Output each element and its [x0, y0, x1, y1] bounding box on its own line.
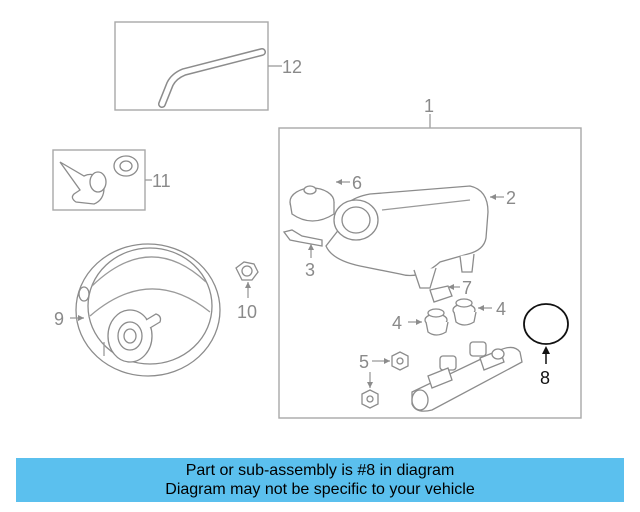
callout-10: 10 [237, 302, 257, 322]
banner-line-2: Diagram may not be specific to your vehi… [165, 481, 475, 498]
part-12-hose-group [114, 21, 282, 111]
callout-3: 3 [305, 260, 315, 280]
callout-4-left: 4 [392, 313, 402, 333]
part-3-level-sensor [282, 229, 323, 258]
callout-9: 9 [54, 309, 64, 329]
part-7-clip [429, 284, 460, 303]
part-4-grommet-left [408, 308, 449, 336]
callout-4-right: 4 [496, 299, 506, 319]
callout-6: 6 [352, 173, 362, 193]
callout-12: 12 [282, 57, 302, 77]
info-banner: Part or sub-assembly is #8 in diagram Di… [16, 458, 624, 502]
part-9-brake-booster [70, 243, 221, 377]
callout-2: 2 [506, 188, 516, 208]
callout-5: 5 [359, 352, 369, 372]
callout-8: 8 [540, 368, 550, 388]
part-8-o-ring [523, 303, 569, 364]
part-11-valve-group [52, 149, 152, 211]
part-6-reservoir-cap [289, 179, 350, 222]
callout-7: 7 [462, 278, 472, 298]
part-2-reservoir [325, 185, 504, 289]
part-4-grommet-right [452, 298, 492, 326]
master-cylinder [411, 341, 523, 412]
part-10-nut [235, 261, 259, 298]
callout-11: 11 [152, 171, 171, 191]
callout-1: 1 [424, 96, 434, 116]
banner-line-1: Part or sub-assembly is #8 in diagram [185, 462, 455, 479]
assembly-box [278, 127, 582, 419]
parts-diagram: 12 11 1 6 2 3 [52, 21, 582, 419]
part-5-nuts [361, 351, 409, 409]
